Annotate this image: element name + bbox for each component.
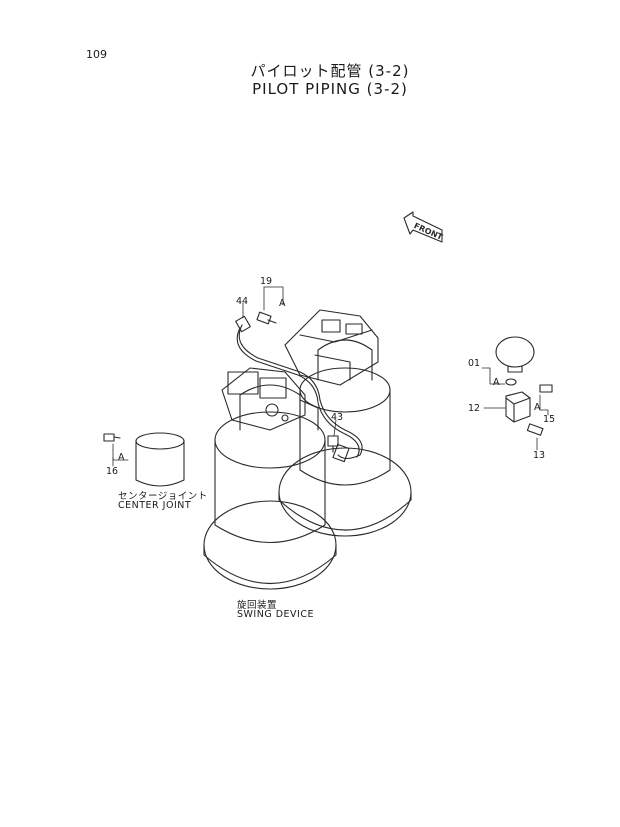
title-japanese: パイロット配管 (3-2) (250, 62, 410, 80)
callout-a-right2: A (534, 402, 541, 413)
center-joint-label-jp: センタージョイント (118, 491, 208, 502)
callout-a-left: A (118, 452, 125, 463)
swing-device-label-jp: 旋回装置 (237, 600, 278, 611)
callout-a-right: A (493, 377, 500, 388)
callout-15: 15 (543, 414, 556, 425)
callout-01: 01 (468, 358, 481, 369)
front-arrow: FRONT (403, 211, 445, 243)
swing-device-label-en: SWING DEVICE (237, 609, 314, 620)
fitting-19 (256, 311, 277, 325)
callout-19: 19 (260, 276, 273, 287)
callout-44: 44 (236, 296, 249, 307)
page-number: 109 (86, 48, 107, 61)
center-joint-label-en: CENTER JOINT (118, 500, 192, 511)
callout-43: 43 (331, 412, 344, 423)
callout-12: 12 (468, 403, 481, 414)
valve-block (505, 384, 553, 436)
title-english: PILOT PIPING (3-2) (252, 80, 408, 98)
leader-lines (112, 286, 549, 467)
fitting-43 (327, 435, 339, 453)
callout-a-top: A (279, 298, 286, 309)
callout-13: 13 (533, 450, 546, 461)
pilot-hoses (235, 315, 363, 463)
swing-device-rear (278, 309, 412, 537)
center-joint (103, 432, 185, 487)
callout-16: 16 (106, 466, 119, 477)
accumulator (495, 336, 535, 386)
swing-device-front (203, 367, 337, 590)
